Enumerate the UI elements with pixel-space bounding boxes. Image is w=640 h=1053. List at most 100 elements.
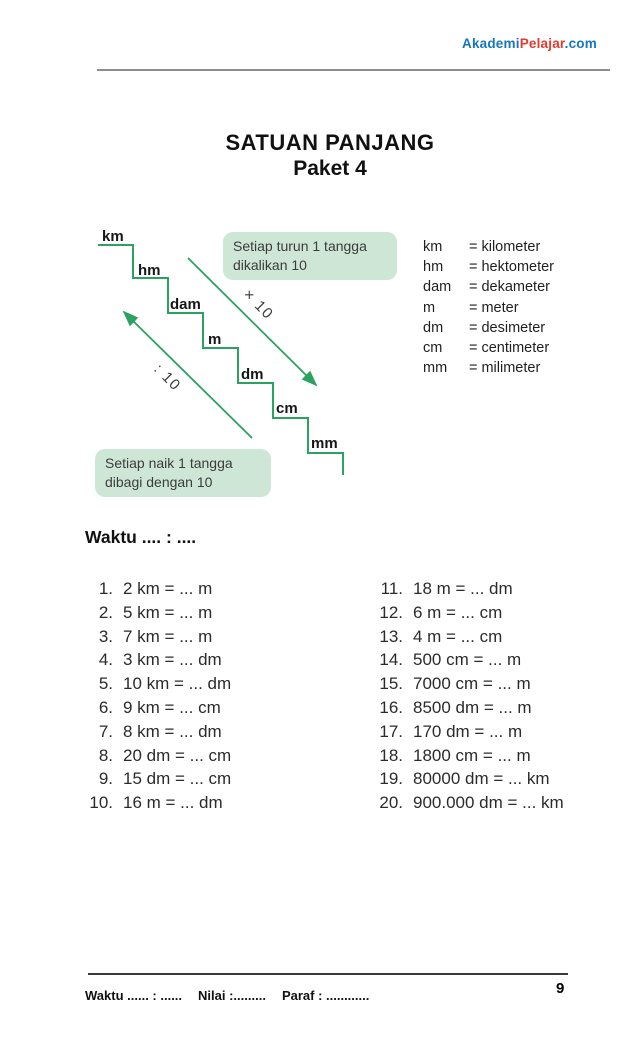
- legend-name: hektometer: [481, 259, 555, 276]
- problem-text: 18 m = ... dm: [413, 579, 513, 598]
- page-title: SATUAN PANJANG: [225, 130, 435, 155]
- problem-number: 8.: [98, 745, 113, 765]
- problem-text: 2 km = ... m: [123, 579, 213, 598]
- problem-row: 15.7000 cm = ... m: [366, 672, 564, 696]
- problem-row: 19. 80000 dm = ... km: [366, 767, 564, 791]
- multiply-arrow-label: × 10: [240, 286, 277, 323]
- problem-row: 7. 8 km = ... dm: [81, 720, 231, 744]
- problem-number: 5.: [98, 674, 113, 694]
- problem-number: 14.: [379, 650, 403, 670]
- problem-row: 3. 7 km = ... m: [81, 625, 231, 649]
- legend-eq: =: [469, 360, 478, 377]
- problem-number: 19.: [379, 769, 403, 789]
- problem-row: 6.9 km = ... cm: [81, 696, 231, 720]
- problem-number: 12.: [379, 602, 403, 622]
- problem-row: 16. 8500 dm = ... m: [366, 696, 564, 720]
- problem-row: 5. 10 km = ... dm: [81, 672, 231, 696]
- legend-eq: =: [469, 279, 478, 296]
- footer-paraf: Paraf : ............: [281, 988, 370, 1003]
- problem-number: 4.: [98, 650, 113, 670]
- problems-column-right: 11.18 m = ... dm 12.6 m = ... cm 13.4 m …: [366, 577, 564, 815]
- header-divider: [97, 69, 610, 71]
- problem-text: 20 dm = ... cm: [123, 745, 232, 765]
- note-up-line2: dibagi dengan 10: [105, 474, 213, 490]
- legend-eq: =: [469, 239, 478, 255]
- logo-part-pelajar: Pelajar: [519, 36, 565, 51]
- problem-row: 1. 2 km = ... m: [81, 577, 231, 601]
- footer-nilai: Nilai :.........: [198, 988, 266, 1003]
- problem-text: 6 m = ... cm: [413, 602, 503, 622]
- stair-step-label-hm: hm: [138, 262, 161, 279]
- footer-divider: [88, 973, 568, 975]
- problem-text: 7 km = ... m: [123, 626, 213, 646]
- problem-text: 1800 cm = ... m: [413, 745, 531, 765]
- problem-number: 11.: [380, 579, 403, 598]
- staircase-line: [98, 244, 344, 475]
- problem-number: 16.: [379, 697, 403, 717]
- divide-arrow: [122, 310, 253, 439]
- problem-row: 10.16 m = ... dm: [81, 791, 231, 815]
- site-logo: AkademiPelajar.com: [462, 36, 597, 51]
- problem-text: 900.000 dm = ... km: [413, 793, 564, 813]
- legend-abbr: mm: [423, 360, 448, 377]
- problem-number: 7.: [98, 721, 113, 741]
- legend-name: kilometer: [481, 239, 541, 255]
- legend-abbr: hm: [423, 259, 444, 276]
- problem-number: 2.: [98, 602, 113, 622]
- problem-number: 15.: [379, 674, 403, 694]
- problem-row: 8. 20 dm = ... cm: [81, 744, 231, 768]
- problems-column-left: 1. 2 km = ... m 2. 5 km = ... m 3. 7 km = .…: [81, 577, 231, 815]
- problem-text: 8500 dm = ... m: [413, 697, 532, 717]
- legend-name: desimeter: [481, 319, 546, 336]
- legend-row: dm=desimeter: [423, 318, 554, 338]
- problem-number: 13.: [379, 626, 403, 646]
- problem-number: 3.: [98, 626, 113, 646]
- problem-number: 18.: [379, 745, 403, 765]
- problem-number: 9.: [98, 769, 113, 789]
- problem-row: 20. 900.000 dm = ... km: [366, 791, 564, 815]
- problem-text: 500 cm = ... m: [413, 650, 522, 670]
- footer-fields: Waktu ...... : ......Nilai :.........Par…: [85, 988, 385, 1003]
- legend-row: km=kilometer: [423, 237, 554, 257]
- legend-name: centimeter: [481, 339, 550, 356]
- legend-eq: =: [469, 319, 478, 336]
- problem-number: 17.: [379, 721, 403, 741]
- problem-text: 8 km = ... dm: [123, 721, 222, 741]
- problem-row: 17.170 dm = ... m: [366, 720, 564, 744]
- stair-step-label-m: m: [208, 331, 221, 348]
- legend-row: mm =milimeter: [423, 358, 554, 378]
- legend-row: cm=centimeter: [423, 338, 554, 358]
- problem-text: 3 km = ... dm: [123, 650, 222, 670]
- unit-staircase-diagram: km hm dam m dm cm mm × 10 : 10: [98, 228, 344, 475]
- legend-name: milimeter: [481, 360, 541, 377]
- problem-text: 80000 dm = ... km: [413, 769, 550, 789]
- problem-text: 15 dm = ... cm: [123, 769, 232, 789]
- stair-step-label-cm: cm: [276, 400, 298, 417]
- legend-row: m=meter: [423, 298, 554, 318]
- problem-row: 18. 1800 cm = ... m: [366, 744, 564, 768]
- problem-text: 9 km = ... cm: [123, 697, 221, 717]
- problem-text: 10 km = ... dm: [123, 674, 232, 694]
- section-heading-waktu: Waktu .... : ....: [85, 527, 197, 547]
- legend-abbr: dam: [423, 279, 452, 296]
- problem-number: 1.: [98, 579, 113, 598]
- unit-legend: km=kilometer hm=hektometer dam=dekameter…: [423, 237, 554, 378]
- problem-row: 12. 6 m = ... cm: [366, 601, 564, 625]
- stair-step-label-km: km: [102, 228, 124, 245]
- stair-step-label-mm: mm: [311, 435, 338, 452]
- legend-name: dekameter: [481, 279, 550, 296]
- problem-row: 11. 18 m = ... dm: [366, 577, 564, 601]
- problem-text: 5 km = ... m: [123, 602, 213, 622]
- title-block: SATUAN PANJANG Paket 4: [85, 130, 575, 181]
- legend-abbr: m: [423, 299, 436, 316]
- problem-number: 20.: [379, 793, 403, 813]
- logo-part-com: .com: [564, 36, 597, 51]
- legend-abbr: cm: [423, 339, 443, 356]
- note-up-line1: Setiap naik 1 tangga: [105, 455, 233, 471]
- problem-row: 2. 5 km = ... m: [81, 601, 231, 625]
- problem-row: 9. 15 dm = ... cm: [81, 767, 231, 791]
- legend-eq: =: [469, 299, 478, 316]
- page-number: 9: [556, 980, 565, 997]
- logo-part-akademi: Akademi: [462, 36, 520, 51]
